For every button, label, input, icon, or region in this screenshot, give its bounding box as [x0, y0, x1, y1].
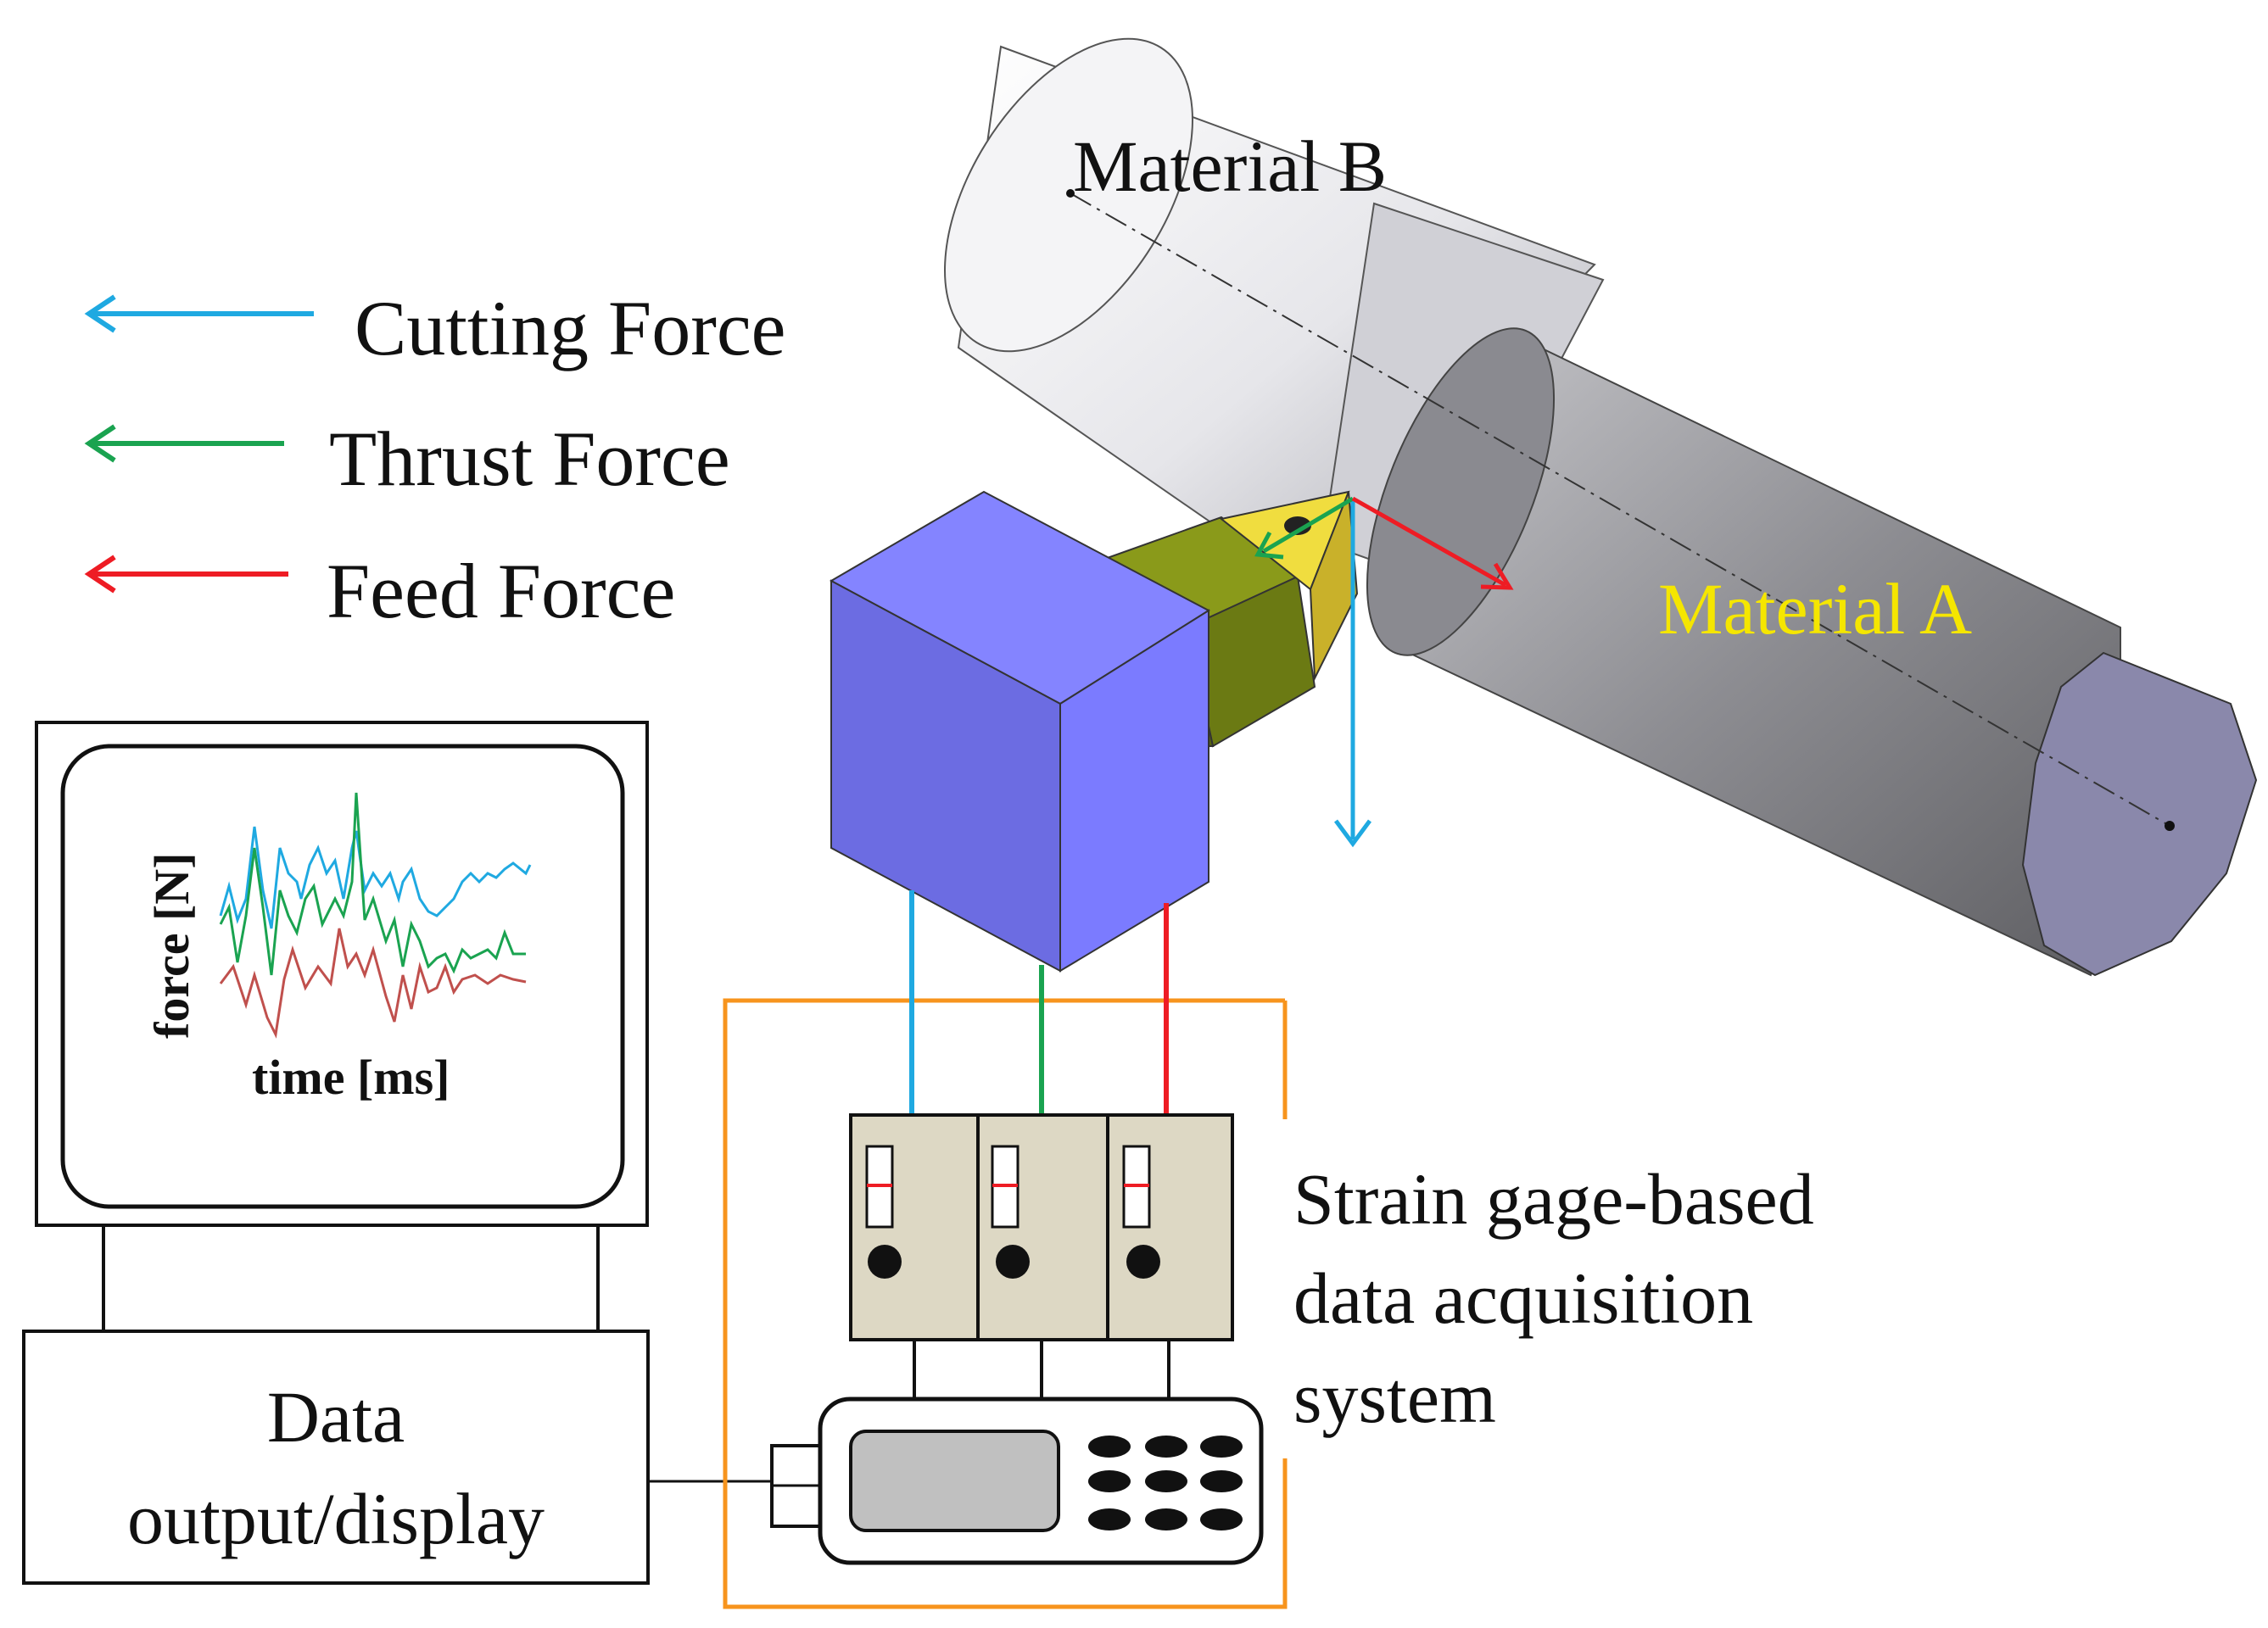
feed-force-vector — [1351, 496, 1507, 588]
force-legend: Cutting Force Thrust Force Feed Force — [84, 285, 786, 634]
monitor-x-axis-label: time [ms] — [252, 1050, 450, 1105]
force-vectors — [1254, 496, 1514, 848]
daq-label-line2: data acquisition — [1293, 1257, 1753, 1339]
logger-key — [1088, 1508, 1131, 1530]
daq-label-line1: Strain gage-based — [1293, 1158, 1814, 1240]
logger-key — [1200, 1470, 1243, 1492]
daq-label-line3: system — [1293, 1357, 1496, 1438]
logger-key — [1145, 1508, 1187, 1530]
axis-point-a — [2165, 821, 2175, 831]
module-3-knob — [1126, 1245, 1160, 1279]
material-b-label: Material B — [1073, 125, 1387, 207]
data-output-label-line2: output/display — [127, 1478, 545, 1559]
feed-force-legend-label: Feed Force — [327, 548, 675, 634]
logger-key — [1200, 1436, 1243, 1458]
spindle-axis-line — [1070, 192, 2172, 828]
logger-key — [1200, 1508, 1243, 1530]
logger-key — [1145, 1436, 1187, 1458]
data-output-box: Data output/display — [22, 1330, 650, 1585]
logger-key — [1088, 1436, 1131, 1458]
thrust-force-vector — [1262, 496, 1355, 554]
thrust-force-legend-label: Thrust Force — [329, 415, 730, 502]
computer-monitor: force [N] time [ms] — [35, 721, 649, 1331]
module-2-knob — [996, 1245, 1030, 1279]
cutting-force-trace — [219, 826, 532, 929]
logger-key — [1088, 1470, 1131, 1492]
logger-key — [1145, 1470, 1187, 1492]
feed-force-trace — [219, 928, 527, 1039]
monitor-screen — [60, 744, 625, 1209]
data-logger — [770, 1397, 1264, 1565]
data-output-label-line1: Data — [267, 1376, 405, 1458]
thrust-force-trace — [219, 792, 526, 976]
amplifier-modules — [849, 1113, 1234, 1341]
module-1-knob — [868, 1245, 902, 1279]
monitor-y-axis-label: force [N] — [144, 852, 199, 1039]
logger-display — [849, 1430, 1060, 1532]
insert-screw — [1284, 516, 1311, 535]
material-a-label: Material A — [1658, 568, 1972, 650]
dynamometer-cube — [829, 490, 1210, 973]
cutting-force-legend-label: Cutting Force — [355, 285, 786, 371]
axis-point-b — [1066, 189, 1075, 198]
material-a-cylinder — [1366, 327, 2258, 977]
